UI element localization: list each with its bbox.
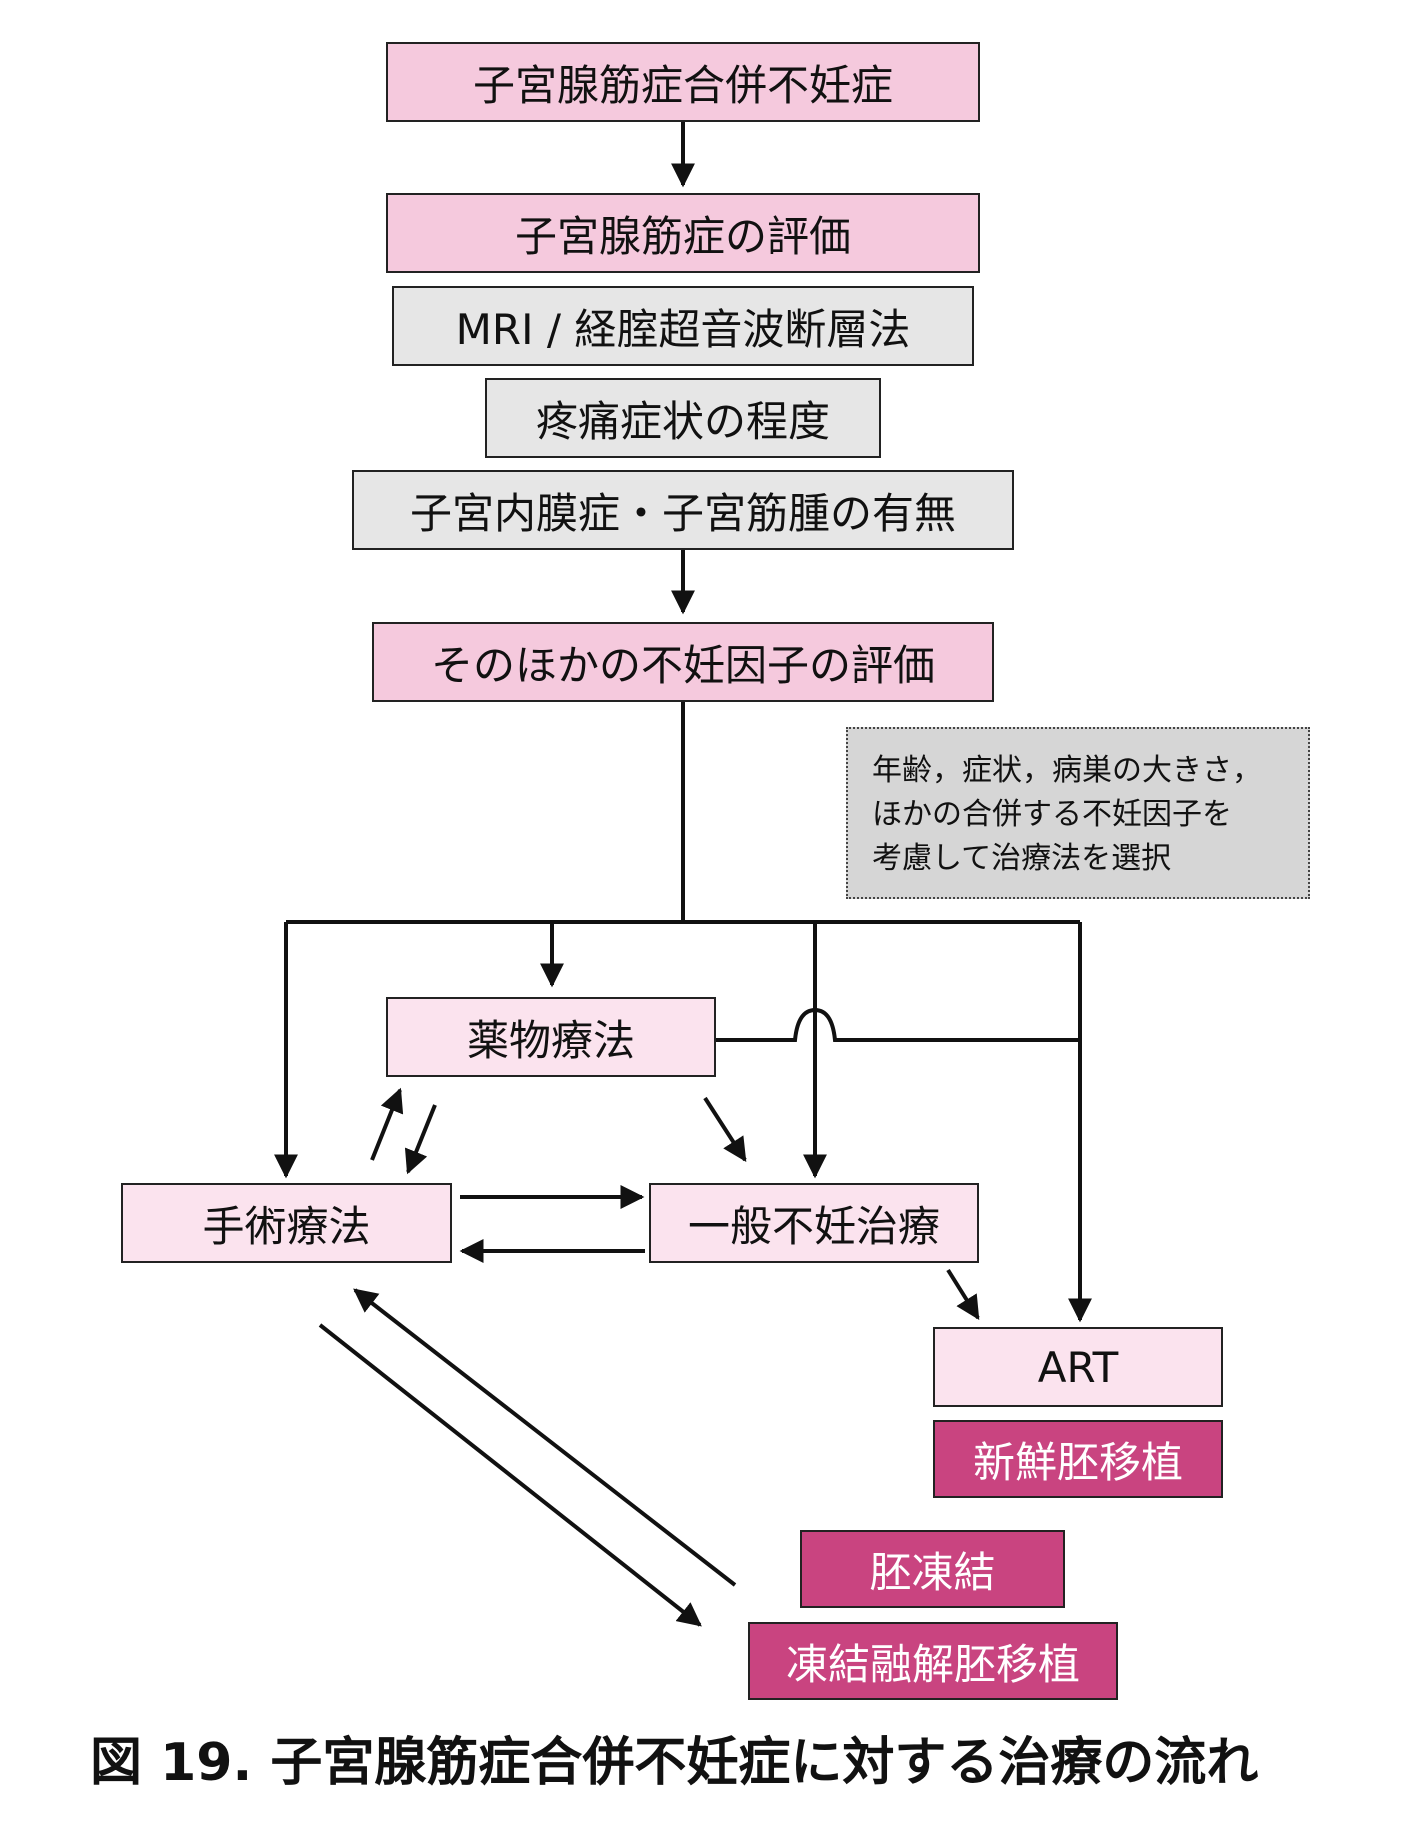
- drug-therapy-label: 薬物療法: [466, 1015, 635, 1065]
- surgical-therapy-box: 手術療法: [121, 1183, 452, 1263]
- selection-note: 年齢，症状，病巣の大きさ， ほかの合併する不妊因子を 考慮して治療法を選択: [846, 727, 1310, 899]
- other-factors-evaluation-box: そのほかの不妊因子の評価: [372, 622, 994, 702]
- drug-to-art-line: [716, 1007, 1080, 1042]
- fresh-embryo-transfer-label: 新鮮胚移植: [972, 1437, 1183, 1487]
- frozen-thawed-embryo-transfer-box: 凍結融解胚移植: [748, 1622, 1118, 1700]
- figure-caption: 図 19. 子宮腺筋症合併不妊症に対する治療の流れ: [90, 1733, 1259, 1793]
- pain-severity-box: 疼痛症状の程度: [485, 378, 881, 458]
- imaging-label: MRI / 経腟超音波断層法: [455, 304, 911, 354]
- note-line-3: 考慮して治療法を選択: [872, 841, 1172, 876]
- comorbidity-label: 子宮内膜症・子宮筋腫の有無: [409, 488, 956, 538]
- arrow-drug-to-general: [703, 1096, 747, 1163]
- embryo-freezing-box: 胚凍結: [800, 1530, 1065, 1608]
- frozen-thawed-embryo-transfer-label: 凍結融解胚移植: [785, 1639, 1080, 1689]
- general-infertility-treatment-label: 一般不妊治療: [687, 1201, 940, 1251]
- pain-severity-label: 疼痛症状の程度: [535, 396, 830, 446]
- surgical-therapy-label: 手術療法: [202, 1201, 371, 1251]
- drug-therapy-box: 薬物療法: [386, 997, 716, 1077]
- art-box: ART: [933, 1327, 1223, 1407]
- art-label: ART: [1037, 1342, 1119, 1392]
- adenomyosis-evaluation-box: 子宮腺筋症の評価: [386, 193, 980, 273]
- infertility-with-adenomyosis-box: 子宮腺筋症合併不妊症: [386, 42, 980, 122]
- embryo-freezing-label: 胚凍結: [869, 1547, 996, 1597]
- arrow-drug-to-surgery: [404, 1104, 437, 1175]
- other-factors-evaluation-label: そのほかの不妊因子の評価: [430, 640, 935, 690]
- comorbidity-box: 子宮内膜症・子宮筋腫の有無: [352, 470, 1014, 550]
- imaging-box: MRI / 経腟超音波断層法: [392, 286, 974, 366]
- arrow-surgery-to-drug: [370, 1087, 404, 1161]
- infertility-with-adenomyosis-label: 子宮腺筋症合併不妊症: [472, 60, 893, 110]
- note-line-1: 年齢，症状，病巣の大きさ，: [872, 753, 1262, 788]
- arrow-general-to-art: [946, 1268, 980, 1321]
- general-infertility-treatment-box: 一般不妊治療: [649, 1183, 979, 1263]
- arrow-surgery-to-frozen-transfer: [318, 1323, 702, 1627]
- adenomyosis-evaluation-label: 子宮腺筋症の評価: [514, 211, 851, 261]
- arrow-freezing-to-surgery: [353, 1288, 737, 1587]
- fresh-embryo-transfer-box: 新鮮胚移植: [933, 1420, 1223, 1498]
- note-line-2: ほかの合併する不妊因子を: [872, 797, 1232, 832]
